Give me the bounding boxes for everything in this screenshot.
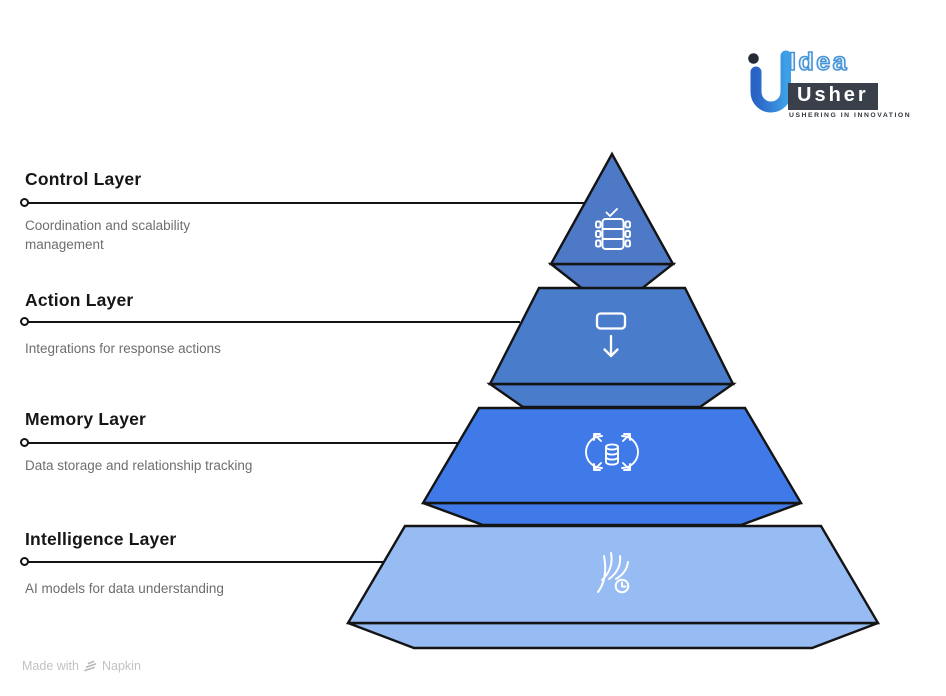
leader-line-memory: [27, 442, 459, 444]
layer-memory-underside: [422, 501, 802, 527]
leader-line-intelligence: [27, 561, 384, 563]
leader-line-action: [27, 321, 520, 323]
made-with-napkin-credit: Made with Napkin: [22, 659, 141, 673]
pyramid-layer-intelligence: [345, 524, 881, 650]
label-memory-layer: Memory Layer: [25, 409, 147, 429]
layer-control-face: [548, 151, 676, 266]
desc-memory-layer: Data storage and relationship tracking: [25, 458, 253, 473]
idea-usher-u-icon: [748, 50, 791, 113]
logo-tagline: USHERING IN INNOVATION: [789, 112, 912, 119]
layer-intelligence-underside: [347, 621, 879, 650]
layer-action-underside: [486, 382, 737, 409]
napkin-brand-text: Napkin: [101, 659, 141, 673]
label-control-layer: Control Layer: [25, 169, 142, 189]
output-down-arrow-icon: [595, 312, 627, 358]
leader-line-control: [27, 202, 584, 204]
label-action-layer: Action Layer: [25, 290, 134, 310]
logo-brand-top: Idea: [788, 47, 850, 77]
idea-usher-logo: Idea Usher USHERING IN INNOVATION: [743, 46, 910, 124]
checklist-panel-icon: [595, 208, 631, 250]
label-intelligence-layer: Intelligence Layer: [25, 529, 177, 549]
desc-control-layer: Coordination and scalability management: [25, 218, 191, 252]
desc-intelligence-layer: AI models for data understanding: [25, 581, 224, 596]
logo-brand-bottom: Usher: [788, 83, 878, 110]
pyramid-layer-memory: [420, 406, 804, 527]
database-expand-icon: [585, 433, 639, 471]
flow-clock-icon: [597, 552, 630, 594]
made-with-text: Made with: [22, 659, 79, 673]
napkin-logo-icon: [84, 660, 97, 671]
desc-action-layer: Integrations for response actions: [25, 341, 221, 356]
